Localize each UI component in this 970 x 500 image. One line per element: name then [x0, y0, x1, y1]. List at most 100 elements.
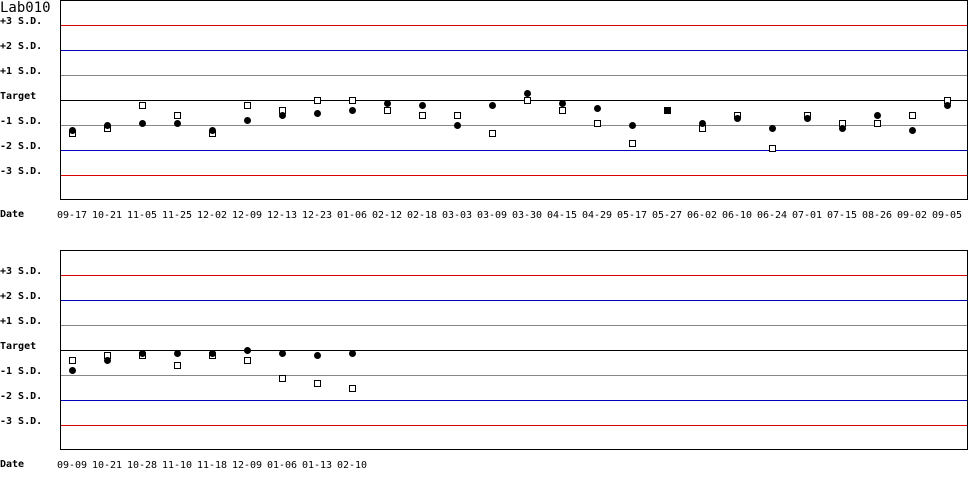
y-axis-label: +2 S.D.	[0, 41, 43, 52]
data-point-square	[279, 374, 286, 382]
y-axis-label: +3 S.D.	[0, 16, 43, 27]
data-point-circle	[104, 122, 111, 129]
x-axis-tick-label: 06-02	[686, 210, 718, 221]
data-point-square	[524, 97, 531, 104]
x-axis-tick-label: 02-18	[406, 210, 438, 221]
x-axis-tick-label: 11-10	[161, 460, 193, 471]
x-axis-label: Date	[0, 459, 25, 470]
x-axis-label: Date	[0, 209, 25, 220]
x-axis-tick-label: 04-15	[546, 210, 578, 221]
data-point-square	[174, 362, 181, 369]
gridline-target	[61, 100, 967, 101]
data-point-square	[384, 107, 391, 114]
y-axis-label: -2 S.D.	[0, 391, 43, 402]
gridline-plus1sd	[61, 325, 967, 326]
gridline-plus3sd	[61, 25, 967, 26]
gridline-minus1sd	[61, 375, 967, 376]
data-point-square	[419, 112, 426, 119]
x-axis-tick-label: 05-17	[616, 210, 648, 221]
data-point-circle	[384, 99, 391, 107]
data-point-circle	[314, 352, 321, 359]
x-axis-tick-label: 01-06	[266, 460, 298, 471]
data-point-circle	[244, 117, 251, 124]
data-point-square	[244, 102, 251, 109]
data-point-square	[559, 107, 566, 114]
x-axis-tick-label: 05-27	[651, 210, 683, 221]
x-axis-tick-label: 10-21	[91, 210, 123, 221]
data-point-square	[139, 102, 146, 109]
data-point-square	[314, 97, 321, 104]
x-axis-tick-label: 12-13	[266, 210, 298, 221]
data-point-circle	[629, 122, 636, 129]
x-axis-tick-label: 06-10	[721, 210, 753, 221]
data-point-circle	[314, 109, 321, 117]
data-point-square	[349, 97, 356, 104]
y-axis-label: +2 S.D.	[0, 291, 43, 302]
x-axis-tick-label: 03-03	[441, 210, 473, 221]
gridline-plus2sd	[61, 300, 967, 301]
data-point-square	[244, 357, 251, 364]
data-point-circle	[174, 119, 181, 127]
y-axis-label: -3 S.D.	[0, 416, 43, 427]
chart-panel-2: +3 S.D.+2 S.D.+1 S.D.Target-1 S.D.-2 S.D…	[0, 250, 970, 480]
y-axis-label: -3 S.D.	[0, 166, 43, 177]
x-axis-tick-label: 02-10	[336, 460, 368, 471]
x-axis-tick-label: 12-23	[301, 210, 333, 221]
x-axis-tick-label: 12-09	[231, 210, 263, 221]
data-point-circle	[874, 112, 881, 119]
data-point-circle	[279, 349, 286, 357]
data-point-circle	[174, 349, 181, 357]
data-point-circle	[454, 122, 461, 129]
gridline-plus1sd	[61, 75, 967, 76]
data-point-circle	[419, 102, 426, 109]
data-point-square	[314, 379, 321, 387]
data-point-square	[594, 119, 601, 127]
data-point-circle	[139, 119, 146, 127]
data-point-circle	[69, 367, 76, 374]
x-axis-tick-label: 02-12	[371, 210, 403, 221]
data-point-circle	[524, 89, 531, 97]
data-point-circle	[209, 127, 216, 134]
data-point-circle	[944, 102, 951, 109]
y-axis-label: Target	[0, 341, 37, 352]
data-point-square	[69, 357, 76, 364]
data-point-circle	[769, 124, 776, 132]
data-point-circle	[244, 347, 251, 354]
x-axis-tick-label: 10-28	[126, 460, 158, 471]
x-axis-tick-label: 11-05	[126, 210, 158, 221]
data-point-overlap	[664, 107, 671, 114]
data-point-circle	[209, 349, 216, 357]
y-axis-label: -1 S.D.	[0, 366, 43, 377]
gridline-minus2sd	[61, 400, 967, 401]
x-axis-tick-label: 04-29	[581, 210, 613, 221]
data-point-circle	[104, 357, 111, 364]
plot-area	[60, 250, 968, 450]
gridline-minus3sd	[61, 175, 967, 176]
data-point-square	[454, 112, 461, 119]
data-point-square	[629, 139, 636, 147]
data-point-circle	[804, 114, 811, 122]
y-axis-label: -2 S.D.	[0, 141, 43, 152]
data-point-circle	[734, 114, 741, 122]
gridline-minus1sd	[61, 125, 967, 126]
data-point-circle	[909, 127, 916, 134]
x-axis-tick-label: 03-09	[476, 210, 508, 221]
data-point-circle	[349, 107, 356, 114]
x-axis-tick-label: 12-02	[196, 210, 228, 221]
x-axis-tick-label: 11-18	[196, 460, 228, 471]
gridline-minus3sd	[61, 425, 967, 426]
y-axis-label: +1 S.D.	[0, 66, 43, 77]
chart-panel-1: +3 S.D. +2 S.D. +1 S.D. Target -1 S.D. -2 S.D…	[0, 0, 970, 230]
y-axis-label: Target	[0, 91, 37, 102]
data-point-square	[909, 112, 916, 119]
y-axis-label: +1 S.D.	[0, 316, 43, 327]
data-point-circle	[559, 99, 566, 107]
y-axis-label: -1 S.D.	[0, 116, 43, 127]
data-point-square	[769, 144, 776, 152]
x-axis-tick-label: 06-24	[756, 210, 788, 221]
x-axis-tick-label: 01-06	[336, 210, 368, 221]
gridline-plus2sd	[61, 50, 967, 51]
data-point-circle	[69, 127, 76, 134]
x-axis-tick-label: 09-09	[56, 460, 88, 471]
data-point-circle	[594, 104, 601, 112]
